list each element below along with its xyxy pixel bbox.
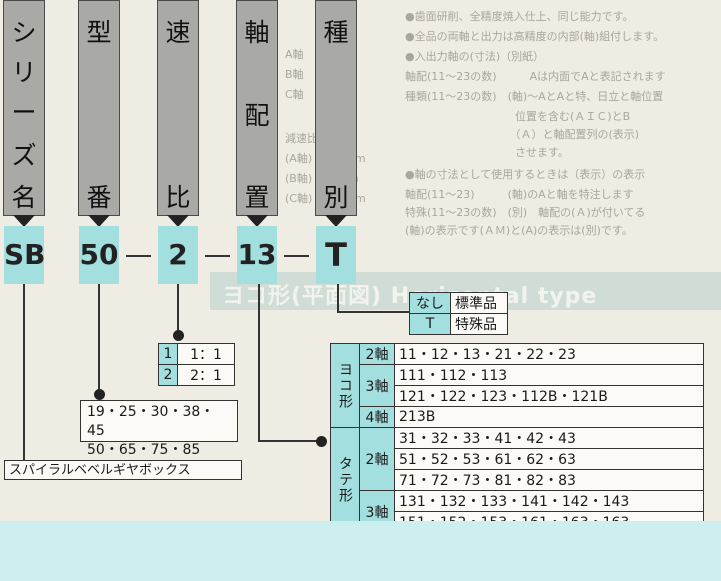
code-model: 50 [79, 226, 119, 284]
cropped-area [0, 521, 721, 581]
shaft-codes: 31・32・33・41・42・43 [394, 427, 704, 449]
leader-line [337, 311, 410, 313]
column-char: 種 [323, 18, 349, 47]
axis-label: 2軸 [359, 427, 395, 491]
bg-line: ●全品の両軸と出力は高精度の内部(軸)組付します。 [405, 30, 665, 43]
type-sizes-box: 19・25・30・38・45 50・65・75・85 [80, 400, 238, 458]
table-row: 2 2：1 [158, 364, 235, 386]
shaft-codes: 71・72・73・81・82・83 [394, 469, 704, 491]
separator-dash [205, 255, 230, 257]
type-sizes-line: 50・65・75・85 [87, 442, 201, 458]
column-char: 型 [86, 18, 112, 47]
kind-label: 特殊品 [450, 313, 508, 335]
column-ratio: 速 比 [157, 0, 199, 216]
bg-line: ●歯面研削、全精度焼入仕上、同じ能力です。 [405, 10, 634, 23]
ratio-value: 1：1 [177, 343, 235, 365]
column-series-name: シ リ ー ズ 名 [3, 0, 45, 216]
leader-line [23, 284, 25, 460]
kind-label: 標準品 [450, 292, 508, 314]
code-series: SB [4, 226, 46, 284]
leader-dot [316, 436, 327, 447]
table-row: 3軸 131・132・133・141・142・143 [331, 490, 704, 533]
bg-line: (軸)の表示です(ＡＭ)と(A)の表示は(別)です。 [405, 224, 633, 237]
group-label-horizontal: ヨコ形 [330, 343, 360, 428]
table-row: T 特殊品 [409, 313, 508, 335]
column-char: 配 [244, 101, 270, 130]
shaft-codes: 111・112・113 [394, 364, 704, 386]
column-char: 軸 [244, 18, 270, 47]
column-model: 型 番 [78, 0, 120, 216]
column-char: ー [11, 98, 37, 127]
kind-table: なし 標準品 T 特殊品 [409, 292, 508, 335]
table-row: 3軸 111・112・113 [331, 364, 704, 407]
column-kind: 種 別 [315, 0, 357, 216]
shaft-codes: 121・122・123・112B・121B [394, 385, 704, 407]
kind-code: なし [409, 292, 451, 314]
separator-dash [126, 255, 151, 257]
column-char: シ [11, 18, 37, 47]
table-row: 121・122・123・112B・121B [331, 385, 704, 407]
ratio-value: 2：1 [177, 364, 235, 386]
shaft-codes: 11・12・13・21・22・23 [394, 343, 704, 365]
column-char: 置 [244, 183, 270, 212]
ratio-table: 1 1：1 2 2：1 [158, 343, 235, 386]
group-label-vertical: タテ形 [330, 427, 360, 533]
shaft-codes: 131・132・133・141・142・143 [394, 490, 704, 512]
shaft-codes: 213B [394, 406, 704, 428]
bg-line: 軸配(11〜23) (軸)のAと軸を特注します [405, 188, 634, 201]
axis-label: 4軸 [359, 406, 395, 428]
kind-code: T [409, 313, 451, 335]
table-row: ヨコ形 2軸 11・12・13・21・22・23 [330, 343, 704, 428]
code-kind: T [316, 226, 356, 284]
bg-line: ●入出力軸の(寸法)（別紙） [405, 50, 545, 63]
table-row: 1 1：1 [158, 343, 235, 365]
leader-dot [173, 330, 184, 341]
type-sizes-line: 19・25・30・38・45 [87, 404, 215, 439]
leader-line [177, 284, 179, 334]
bg-line: 特殊(11〜23の数) (別) 軸配の(Ａ)が付いてる [405, 206, 646, 219]
column-char: 比 [165, 183, 191, 212]
separator-dash [284, 255, 309, 257]
series-name-plate: スパイラルベベルギヤボックス [4, 460, 242, 480]
bg-line: （Ａ）と軸配置列の(表示) [405, 128, 640, 141]
down-arrow-icon [246, 215, 268, 227]
bg-line: 位置を含む(ＡＩＣ)とB [405, 110, 631, 123]
column-char: ズ [11, 141, 37, 170]
leader-line [98, 284, 100, 394]
leader-line [337, 284, 339, 312]
code-shaft-layout: 13 [237, 226, 277, 284]
axis-label: 2軸 [359, 343, 395, 365]
column-char: 番 [86, 183, 112, 212]
down-arrow-icon [325, 215, 347, 227]
bg-line: 軸配(11〜23の数) Aは内面でAと表記されます [405, 70, 666, 83]
table-row: なし 標準品 [409, 292, 508, 314]
table-row: 51・52・53・61・62・63 [331, 448, 704, 470]
down-arrow-icon [13, 215, 35, 227]
column-char: 速 [165, 18, 191, 47]
bg-line: ●軸の寸法として使用するときは（表示）の表示 [405, 168, 646, 181]
down-arrow-icon [167, 215, 189, 227]
ratio-code: 2 [158, 364, 178, 386]
table-row: タテ形 2軸 31・32・33・41・42・43 [330, 427, 704, 533]
table-row: 4軸 213B [331, 406, 704, 428]
code-ratio: 2 [158, 226, 198, 284]
column-char: リ [11, 58, 37, 87]
leader-line [258, 440, 322, 442]
bg-line: させます。 [405, 146, 569, 159]
bg-line: 種類(11〜23の数) (軸)〜AとAと特、日立と軸位置 [405, 90, 664, 103]
ratio-code: 1 [158, 343, 178, 365]
axis-label: 3軸 [359, 364, 395, 407]
leader-dot [94, 389, 105, 400]
down-arrow-icon [88, 215, 110, 227]
column-shaft-layout: 軸 配 置 [236, 0, 278, 216]
column-char: 別 [323, 183, 349, 212]
column-char: 名 [11, 183, 37, 212]
shaft-layout-table: ヨコ形 2軸 11・12・13・21・22・23 3軸 111・112・113 … [330, 343, 704, 533]
leader-line [258, 284, 260, 442]
shaft-codes: 51・52・53・61・62・63 [394, 448, 704, 470]
